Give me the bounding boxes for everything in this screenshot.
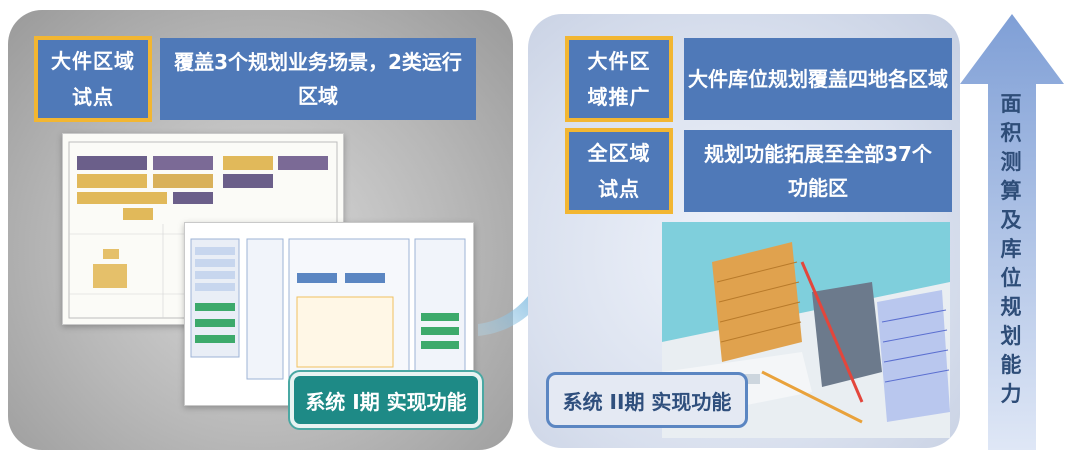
full-desc-line1: 规划功能拓展至全部37个: [704, 142, 932, 166]
full-label-line1: 全区域: [587, 141, 651, 165]
phase1-button[interactable]: 系统 I期 实现功能: [290, 372, 482, 428]
pilot-desc-line1: 覆盖3个规划业务场景，2类运行: [174, 50, 462, 74]
capability-char: 能: [1000, 353, 1022, 377]
capability-label: 面 积 测 算 及 库 位 规 划 能 力: [996, 90, 1026, 409]
promo-label-line2: 域推广: [587, 85, 651, 109]
function-flow-drawing: [190, 238, 466, 380]
promo-desc: 大件库位规划覆盖四地各区域: [688, 67, 948, 91]
up-arrow-icon: [960, 14, 1064, 450]
capability-char: 位: [1000, 266, 1022, 290]
capability-char: 测: [1000, 150, 1022, 174]
capability-char: 库: [1000, 237, 1022, 261]
pilot-desc-line2: 区域: [298, 84, 338, 108]
full-label-line2: 试点: [598, 177, 640, 201]
full-label-box: 全区域 试点: [565, 128, 673, 214]
capability-char: 积: [1000, 121, 1022, 145]
capability-char: 面: [1000, 92, 1022, 116]
blue-rack-lines: [881, 309, 950, 383]
capability-char: 规: [1000, 295, 1022, 319]
pilot-label-line2: 试点: [72, 85, 114, 109]
phase2-button-label: 系统 II期 实现功能: [562, 389, 732, 414]
promo-label-line1: 大件区: [587, 49, 651, 73]
promo-desc-box: 大件库位规划覆盖四地各区域: [684, 38, 952, 120]
pilot-label-box: 大件区域 试点: [34, 36, 152, 122]
full-desc-line2: 功能区: [788, 176, 848, 200]
rack-rows: [77, 156, 328, 288]
capability-char: 划: [1000, 324, 1022, 348]
phase2-button[interactable]: 系统 II期 实现功能: [546, 372, 748, 428]
capability-char: 力: [1000, 382, 1022, 406]
full-desc-box: 规划功能拓展至全部37个 功能区: [684, 130, 952, 212]
layout-plan-drawing: [68, 141, 338, 319]
capability-char: 算: [1000, 179, 1022, 203]
promo-label-box: 大件区 域推广: [565, 36, 673, 122]
shelving-lines: [716, 261, 802, 343]
capability-char: 及: [1000, 208, 1022, 232]
pilot-label-line1: 大件区域: [51, 49, 135, 73]
pilot-desc-box: 覆盖3个规划业务场景，2类运行 区域: [160, 38, 476, 120]
phase1-button-label: 系统 I期 实现功能: [305, 389, 467, 414]
